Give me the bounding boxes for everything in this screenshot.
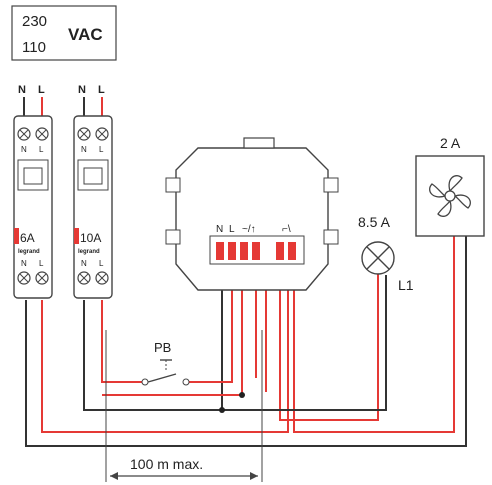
pushbutton-label: PB <box>154 340 171 355</box>
lamp-label: L1 <box>398 277 414 293</box>
breaker-left: N L N L 6A legrand N L <box>13 84 53 299</box>
module-symbol-right: ⌐\ <box>282 224 291 235</box>
voltage-box: 230 110 VAC <box>11 5 117 61</box>
breaker-right-brand: legrand <box>78 249 100 255</box>
breaker-left-l-label: L <box>38 84 45 96</box>
svg-text:L: L <box>39 259 44 268</box>
distance-dimension: 100 m max. <box>105 330 263 482</box>
module-l-label: L <box>229 224 235 235</box>
fan-icon <box>429 175 471 217</box>
svg-text:N: N <box>21 145 27 154</box>
breaker-right-l-label: L <box>98 84 105 96</box>
svg-text:N: N <box>81 259 87 268</box>
svg-text:N: N <box>21 259 27 268</box>
lamp: 8.5 A L1 <box>358 214 414 293</box>
lamp-current: 8.5 A <box>358 214 391 230</box>
voltage-110: 110 <box>22 39 46 56</box>
breaker-right-n-label: N <box>78 84 86 96</box>
module-symbol-left: ~/↑ <box>242 224 256 235</box>
junctions <box>219 392 245 413</box>
breaker-left-brand: legrand <box>18 249 40 255</box>
breaker-right-rating: 10A <box>80 231 101 245</box>
fan: 2 A <box>415 135 485 237</box>
pushbutton: PB <box>141 340 190 386</box>
voltage-230: 230 <box>22 13 47 30</box>
svg-text:L: L <box>99 145 104 154</box>
svg-text:N: N <box>81 145 87 154</box>
voltage-unit: VAC <box>68 25 103 44</box>
breaker-left-rating: 6A <box>20 231 35 245</box>
module-n-label: N <box>216 224 223 235</box>
svg-text:L: L <box>99 259 104 268</box>
breaker-left-n-label: N <box>18 84 26 96</box>
distance-label: 100 m max. <box>130 456 203 472</box>
control-module: N L ~/↑ ⌐\ <box>165 137 339 291</box>
breaker-right: N L N L 10A legrand N L <box>73 84 113 299</box>
fan-current: 2 A <box>440 135 461 151</box>
svg-text:L: L <box>39 145 44 154</box>
